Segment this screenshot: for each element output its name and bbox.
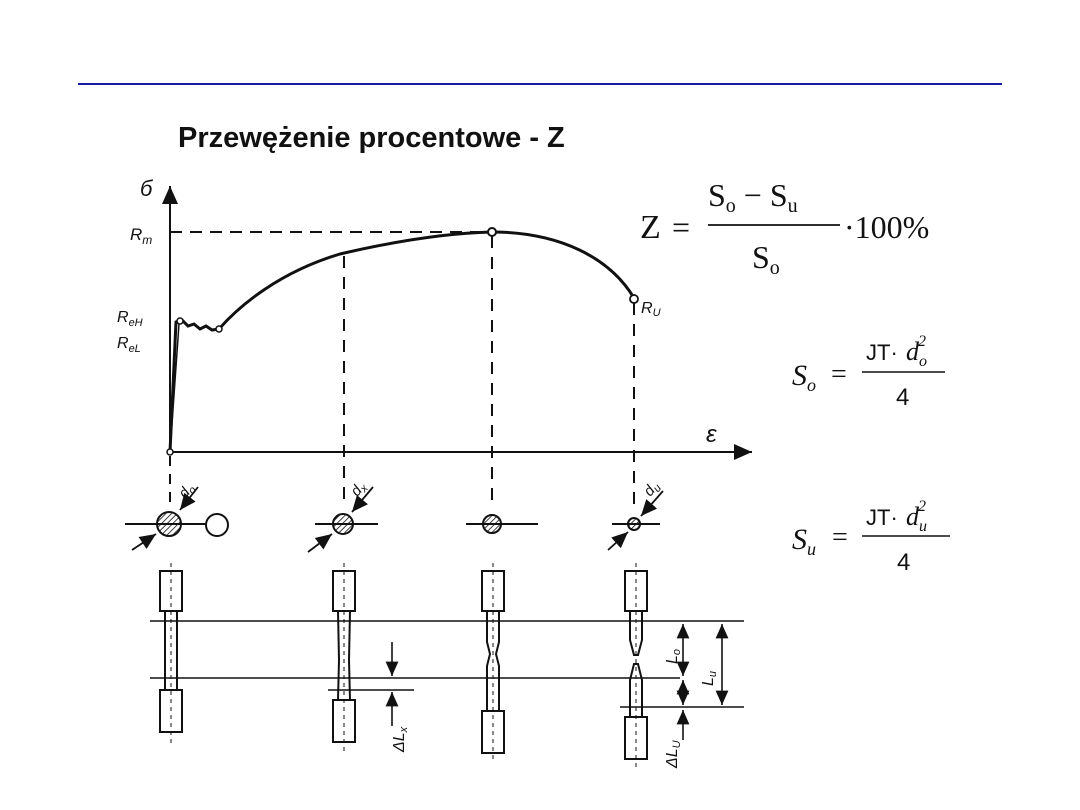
- cross-section-x: [307, 486, 378, 553]
- origin-point: [166, 448, 174, 456]
- rel-label: ReL: [117, 335, 141, 355]
- svg-text:JT·: JT·: [866, 505, 898, 530]
- svg-text:So: So: [792, 359, 816, 395]
- x-axis-symbol: ε: [706, 421, 717, 448]
- y-axis-symbol: б: [140, 176, 154, 201]
- cross-section-initial: [125, 486, 229, 551]
- svg-text:So − Su: So − Su: [708, 177, 798, 217]
- formula-su: Su = JT· du2 4: [792, 498, 950, 576]
- specimen-x: [332, 563, 356, 755]
- specimen-initial: [159, 563, 183, 745]
- d0-label: do: [175, 480, 199, 503]
- cross-section-max: [466, 514, 538, 534]
- stress-strain-curve: [168, 230, 636, 453]
- reh-point: [176, 317, 184, 325]
- lu-label: Lu: [700, 671, 719, 686]
- specimen-max: [481, 563, 505, 762]
- svg-text:JT·: JT·: [866, 340, 898, 365]
- slide-title: Przewężenie procentowe - Z: [178, 122, 565, 154]
- svg-text:=: =: [832, 522, 848, 553]
- ru-label: RU: [641, 300, 661, 319]
- svg-text:Z: Z: [640, 209, 661, 246]
- svg-text:do2: do2: [906, 333, 927, 370]
- svg-text:So: So: [752, 239, 780, 279]
- svg-text:Su: Su: [792, 523, 816, 559]
- delta-lx-label: ΔLx: [391, 726, 410, 753]
- svg-text:4: 4: [897, 549, 910, 576]
- cross-section-u: [607, 490, 664, 551]
- ru-point: [629, 294, 639, 304]
- yield-end-point: [215, 325, 223, 333]
- svg-text:·100%: ·100%: [844, 209, 929, 245]
- elastic-return-line: [169, 323, 180, 453]
- dx-label: dx: [347, 478, 371, 501]
- delta-lu-label: ΔLU: [664, 740, 683, 769]
- rm-point: [487, 227, 497, 237]
- du-label: du: [640, 478, 664, 501]
- l0-label: Lo: [664, 649, 683, 664]
- specimen-fractured: [624, 563, 648, 770]
- rm-label: Rm: [130, 225, 152, 247]
- svg-text:=: =: [672, 209, 690, 245]
- svg-text:=: =: [831, 359, 847, 390]
- svg-text:4: 4: [896, 384, 909, 411]
- formula-z: Z = So − Su So ·100%: [640, 177, 929, 279]
- svg-text:du2: du2: [906, 498, 927, 535]
- reh-label: ReH: [117, 309, 143, 329]
- formula-so: So = JT· do2 4: [792, 333, 945, 411]
- header-rule: [78, 83, 1002, 85]
